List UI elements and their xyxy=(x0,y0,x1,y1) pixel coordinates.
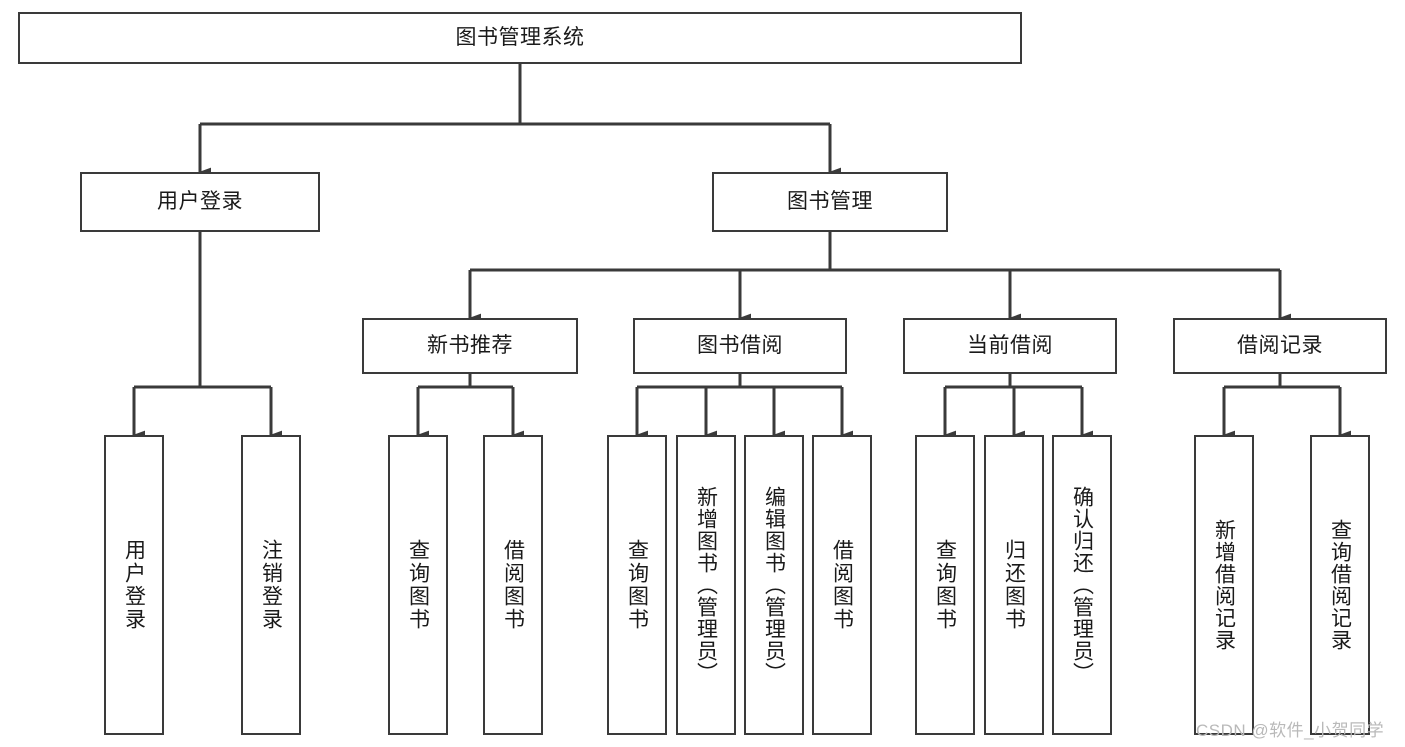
node-leaf-query-book-recommend[interactable]: 查询图书 xyxy=(388,435,448,735)
node-leaf-add-borrow-record[interactable]: 新增借阅记录 xyxy=(1194,435,1254,735)
node-label-leaf-user-login: 用户登录 xyxy=(122,539,146,631)
node-leaf-user-login[interactable]: 用户登录 xyxy=(104,435,164,735)
node-label-current-borrow: 当前借阅 xyxy=(967,333,1053,357)
node-label-borrow-record: 借阅记录 xyxy=(1237,333,1323,357)
node-borrow-record[interactable]: 借阅记录 xyxy=(1173,318,1387,374)
edge-paths xyxy=(132,64,1351,440)
node-leaf-query-book-borrow[interactable]: 查询图书 xyxy=(607,435,667,735)
node-label-book-borrow: 图书借阅 xyxy=(697,333,783,357)
node-current-borrow[interactable]: 当前借阅 xyxy=(903,318,1117,374)
node-label-new-book-recommend: 新书推荐 xyxy=(427,333,513,357)
node-label-leaf-add-book: 新增图书（管理员） xyxy=(694,486,718,684)
node-leaf-query-borrow-record[interactable]: 查询借阅记录 xyxy=(1310,435,1370,735)
node-label-leaf-return-book: 归还图书 xyxy=(1002,539,1026,631)
node-new-book-recommend[interactable]: 新书推荐 xyxy=(362,318,578,374)
node-leaf-borrow-book[interactable]: 借阅图书 xyxy=(812,435,872,735)
node-label-book-management: 图书管理 xyxy=(787,189,873,213)
node-label-leaf-add-borrow-record: 新增借阅记录 xyxy=(1212,519,1236,651)
node-leaf-query-book-current[interactable]: 查询图书 xyxy=(915,435,975,735)
node-leaf-edit-book[interactable]: 编辑图书（管理员） xyxy=(744,435,804,735)
node-label-leaf-confirm-return: 确认归还（管理员） xyxy=(1070,486,1094,684)
node-root[interactable]: 图书管理系统 xyxy=(18,12,1022,64)
node-user-login[interactable]: 用户登录 xyxy=(80,172,320,232)
node-label-leaf-query-book-borrow: 查询图书 xyxy=(625,539,649,631)
node-book-borrow[interactable]: 图书借阅 xyxy=(633,318,847,374)
node-label-leaf-query-book-recommend: 查询图书 xyxy=(406,539,430,631)
node-label-user-login: 用户登录 xyxy=(157,189,243,213)
node-book-management[interactable]: 图书管理 xyxy=(712,172,948,232)
node-leaf-return-book[interactable]: 归还图书 xyxy=(984,435,1044,735)
node-leaf-logout[interactable]: 注销登录 xyxy=(241,435,301,735)
node-label-leaf-borrow-book: 借阅图书 xyxy=(830,539,854,631)
node-label-leaf-borrow-book-recommend: 借阅图书 xyxy=(501,539,525,631)
node-label-leaf-query-borrow-record: 查询借阅记录 xyxy=(1328,519,1352,651)
node-label-leaf-logout: 注销登录 xyxy=(259,539,283,631)
node-label-leaf-edit-book: 编辑图书（管理员） xyxy=(762,486,786,684)
watermark-text: CSDN @软件_小贺同学 xyxy=(1196,721,1385,740)
node-label-root: 图书管理系统 xyxy=(455,25,585,49)
node-leaf-confirm-return[interactable]: 确认归还（管理员） xyxy=(1052,435,1112,735)
node-leaf-add-book[interactable]: 新增图书（管理员） xyxy=(676,435,736,735)
node-leaf-borrow-book-recommend[interactable]: 借阅图书 xyxy=(483,435,543,735)
node-label-leaf-query-book-current: 查询图书 xyxy=(933,539,957,631)
